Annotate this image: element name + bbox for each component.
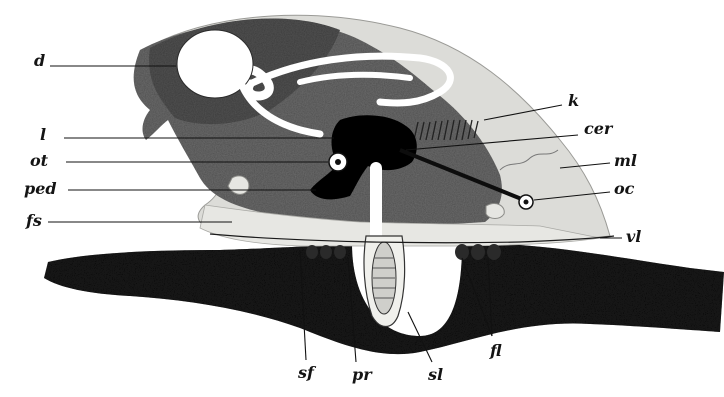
- fold-right: [486, 204, 504, 219]
- label-sf: sf: [297, 363, 317, 382]
- label-sl: sl: [427, 365, 443, 384]
- otocyst: [329, 153, 347, 171]
- label-pr: pr: [352, 365, 373, 384]
- label-vl: vl: [626, 227, 641, 246]
- label-ped: ped: [24, 179, 57, 198]
- label-cer: cer: [584, 119, 614, 138]
- label-oc: oc: [614, 179, 635, 198]
- label-ot: ot: [30, 151, 49, 170]
- label-d: d: [34, 51, 45, 70]
- label-fs: fs: [25, 211, 42, 230]
- label-l: l: [40, 125, 46, 144]
- label-fl: fl: [489, 341, 502, 360]
- label-k: k: [568, 91, 579, 110]
- label-ml: ml: [614, 151, 637, 170]
- ocellus: [519, 195, 533, 209]
